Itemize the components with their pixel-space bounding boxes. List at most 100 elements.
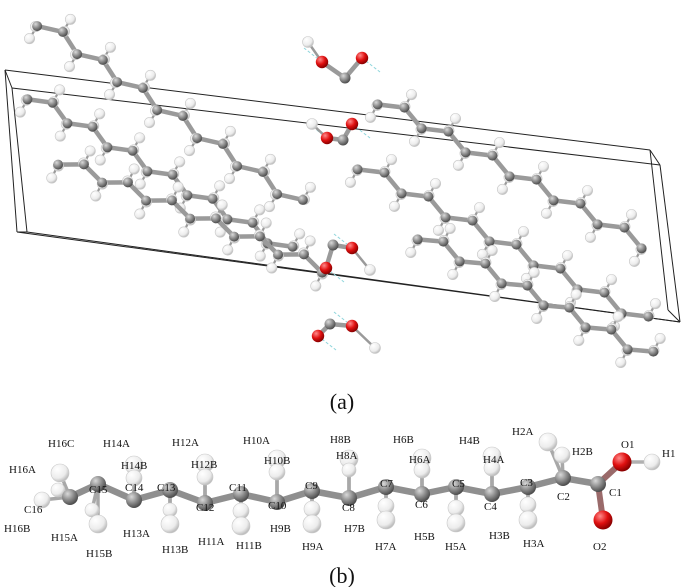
oxygen-atom: [593, 510, 613, 530]
atom-label: H12A: [172, 437, 199, 449]
hydrogen-atom: [376, 510, 396, 530]
atom-label: H6A: [409, 454, 430, 466]
carbon-atom: [142, 166, 153, 177]
hydrogen-atom: [341, 462, 357, 478]
atom-label: C3: [520, 477, 533, 489]
unit-cell-edge: [4, 69, 18, 233]
carbon-atom: [87, 121, 98, 132]
atom-label: C8: [342, 502, 355, 514]
atom-label: H11B: [236, 540, 262, 552]
carbon-atom: [162, 482, 178, 498]
carbon-atom: [592, 219, 603, 230]
carbon-atom: [272, 189, 283, 200]
carbon-atom: [416, 123, 427, 134]
unit-cell-edge: [4, 69, 13, 89]
hydrogen-atom: [54, 130, 66, 142]
carbon-atom: [112, 77, 123, 88]
atom-label: H4A: [483, 454, 504, 466]
carbon-atom: [399, 102, 410, 113]
carbon-atom: [127, 145, 138, 156]
hydrogen-atom: [304, 181, 316, 193]
carbon-atom: [599, 287, 610, 298]
atom-label: H8A: [336, 450, 357, 462]
atom-label: C14: [125, 482, 144, 494]
carbon-atom: [575, 198, 586, 209]
carbon-atom: [166, 195, 177, 206]
carbon-atom: [90, 476, 106, 492]
atom-label: H14B: [121, 460, 147, 472]
hydrogen-atom: [214, 180, 226, 192]
hydrogen-atom: [104, 41, 116, 53]
hydrogen-atom: [232, 502, 250, 520]
oxygen-atom: [612, 452, 632, 472]
hydrogen-atom: [531, 313, 543, 325]
hydrogen-atom: [254, 250, 266, 262]
carbon-atom: [298, 249, 309, 260]
hydrogen-atom: [88, 514, 108, 534]
atom-label: C12: [196, 502, 214, 514]
atom-label: C9: [305, 480, 318, 492]
unit-cell-edge: [11, 87, 28, 233]
panel-b-label: (b): [329, 563, 355, 587]
carbon-atom: [57, 26, 68, 37]
carbon-atom: [192, 133, 203, 144]
carbon-atom: [72, 49, 83, 60]
oxygen-atom: [345, 241, 359, 255]
hydrogen-atom: [104, 89, 116, 101]
carbon-atom: [487, 150, 498, 161]
hydrogen-atom: [14, 106, 26, 118]
carbon-atom: [555, 470, 571, 486]
oxygen-atom: [320, 131, 334, 145]
hydrogen-atom: [94, 108, 106, 120]
hydrogen-atom: [446, 513, 466, 533]
carbon-atom: [97, 54, 108, 65]
unit-cell-edge: [667, 309, 681, 323]
hydrogen-atom: [184, 97, 196, 109]
hydrogen-atom: [214, 226, 226, 238]
hydrogen-atom: [64, 61, 76, 73]
panel-b-single-molecule: [33, 432, 661, 536]
hydrogen-atom: [562, 250, 574, 262]
hydrogen-atom: [302, 36, 314, 48]
hydrogen-atom: [408, 135, 420, 147]
hydrogen-atom: [160, 514, 180, 534]
hydrogen-atom: [46, 172, 58, 184]
atom-label: C13: [157, 482, 176, 494]
carbon-atom: [233, 486, 249, 502]
hydrogen-atom: [260, 217, 272, 229]
hydrogen-atom: [94, 154, 106, 166]
atom-label: O1: [621, 439, 634, 451]
hydrogen-atom: [626, 209, 638, 221]
carbon-atom: [297, 194, 308, 205]
carbon-atom: [287, 241, 298, 252]
hydrogen-atom: [344, 176, 356, 188]
hydrogen-atom: [430, 178, 442, 190]
hydrogen-atom: [450, 113, 462, 125]
atom-label: H3B: [489, 530, 510, 542]
hydrogen-atom: [518, 510, 538, 530]
atom-label: H5A: [445, 541, 466, 553]
hydrogen-atom: [222, 244, 234, 256]
hydrogen-atom: [224, 173, 236, 185]
carbon-atom: [414, 486, 430, 502]
hydrogen-atom: [264, 153, 276, 165]
carbon-atom: [555, 263, 566, 274]
hydrogen-atom: [606, 274, 618, 286]
carbon-atom: [32, 21, 43, 32]
hydrogen-atom: [134, 178, 146, 190]
atom-label: H6B: [393, 434, 414, 446]
carbon-atom: [531, 174, 542, 185]
carbon-atom: [197, 495, 213, 511]
hydrogen-atom: [494, 137, 506, 149]
carbon-atom: [269, 494, 285, 510]
carbon-atom: [378, 479, 394, 495]
oxygen-atom: [315, 55, 329, 69]
carbon-atom: [254, 231, 265, 242]
unit-cell-edge: [11, 87, 661, 166]
hydrogen-atom: [144, 117, 156, 129]
carbon-atom: [467, 215, 478, 226]
atom-label: C7: [380, 478, 393, 490]
hydrogen-atom: [128, 163, 140, 175]
atom-label: C16: [24, 504, 43, 516]
